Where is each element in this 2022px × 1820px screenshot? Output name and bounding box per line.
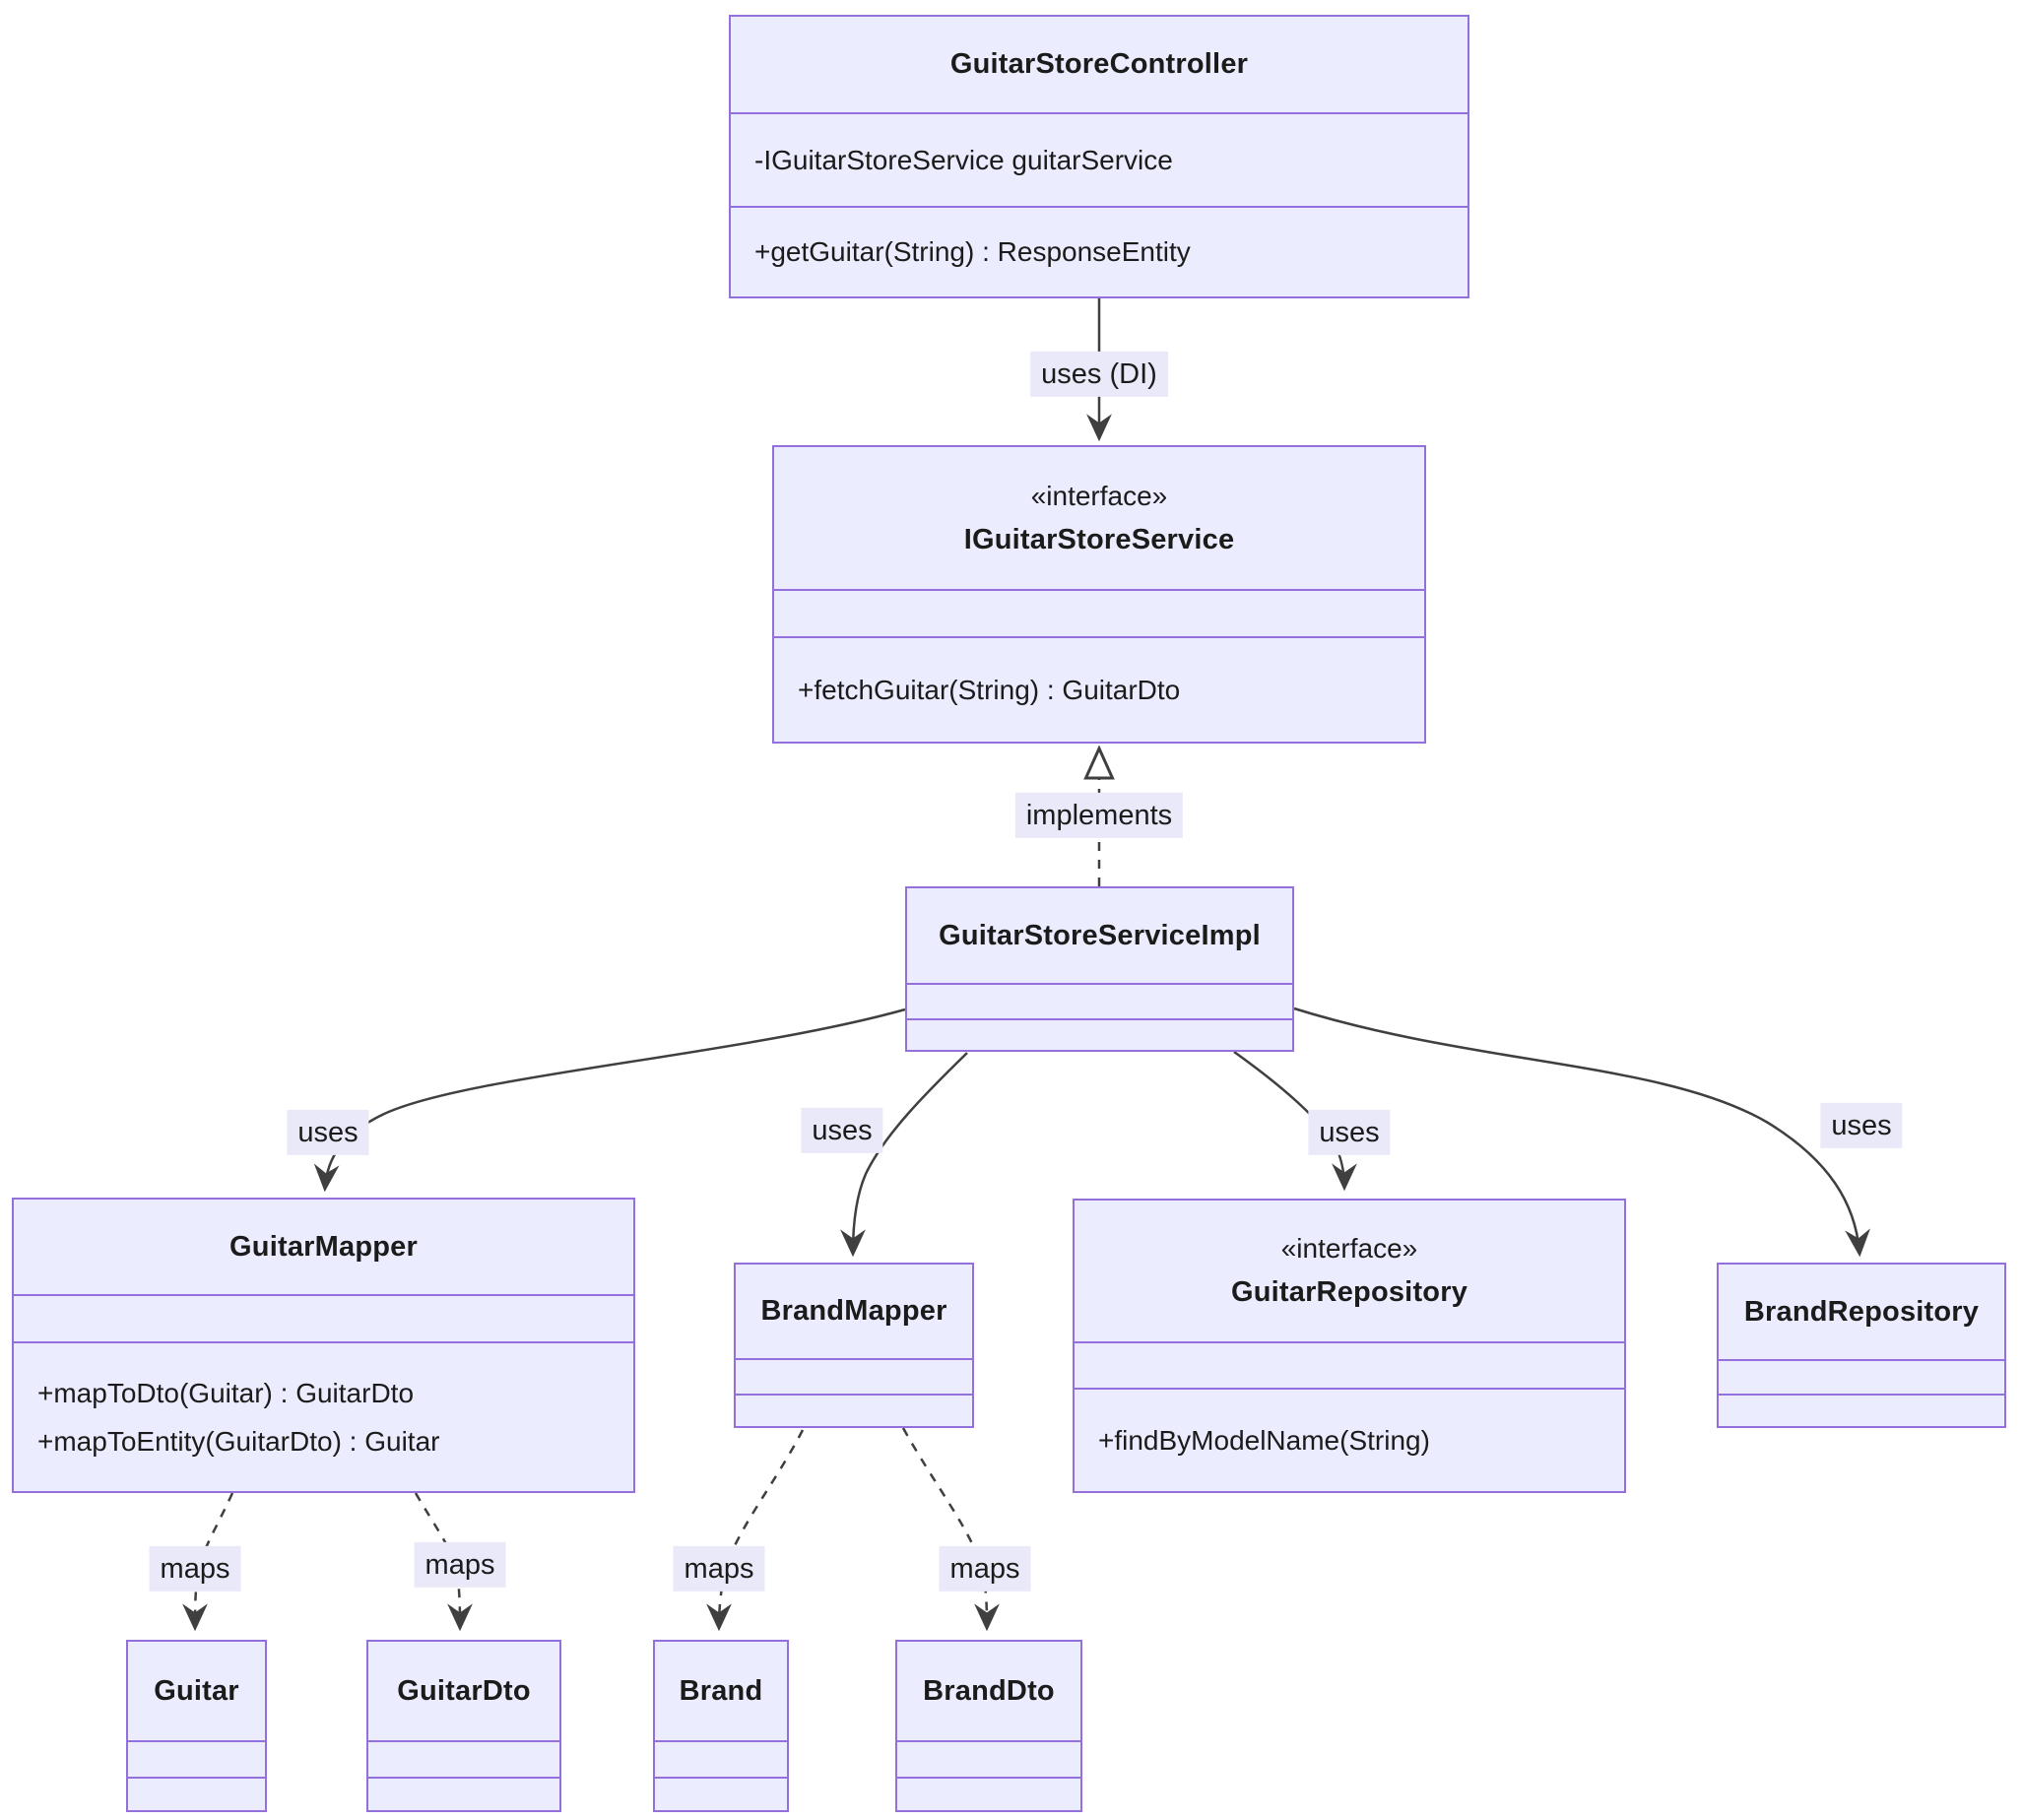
edge-label-implements: implements [1014, 792, 1184, 839]
class-name: GuitarMapper [229, 1230, 418, 1263]
edge-label-maps-guitar: maps [149, 1545, 241, 1592]
class-name: GuitarDto [397, 1674, 531, 1707]
class-name: GuitarRepository [1230, 1276, 1468, 1308]
class-name: Guitar [154, 1674, 239, 1707]
edge-label-maps-brand-dto: maps [939, 1545, 1031, 1592]
edge-brand-mapper-maps-brand [706, 1429, 805, 1632]
class-attribute: -IGuitarStoreService guitarService [754, 144, 1173, 175]
class-title-section: GuitarMapper [14, 1200, 633, 1294]
class-title-section: BrandRepository [1719, 1265, 2004, 1359]
class-box-brand: Brand [653, 1640, 789, 1812]
class-method: +fetchGuitar(String) : GuitarDto [798, 674, 1181, 705]
class-methods-section [655, 1777, 787, 1810]
class-box-guitar-store-service-impl: GuitarStoreServiceImpl [905, 886, 1294, 1052]
class-attributes-section [128, 1740, 265, 1777]
edge-label-uses-brand-repository: uses [1820, 1102, 1903, 1149]
class-box-brand-dto: BrandDto [895, 1640, 1082, 1812]
edge-guitar-mapper-maps-guitar [182, 1492, 234, 1632]
class-method: +mapToDto(Guitar) : GuitarDto [37, 1377, 415, 1408]
edge-label-maps-guitar-dto: maps [414, 1541, 506, 1589]
class-title-section: GuitarStoreController [731, 17, 1468, 112]
class-box-guitar-dto: GuitarDto [366, 1640, 561, 1812]
class-attributes-section [14, 1294, 633, 1341]
class-method: +mapToEntity(GuitarDto) : Guitar [37, 1425, 440, 1457]
edge-label-uses-brand-mapper: uses [801, 1107, 883, 1154]
class-title-section: Guitar [128, 1642, 265, 1740]
class-stereotype: «interface» [1280, 1233, 1418, 1264]
class-stereotype: «interface» [1030, 480, 1168, 511]
class-method: +findByModelName(String) [1098, 1424, 1430, 1456]
class-name: IGuitarStoreService [963, 523, 1235, 555]
edge-impl-uses-brand-repository [1293, 1007, 1870, 1258]
class-attributes-section [736, 1358, 972, 1394]
class-attributes-section [1075, 1341, 1624, 1388]
class-methods-section: +fetchGuitar(String) : GuitarDto [774, 636, 1424, 742]
class-title-section: «interface» IGuitarStoreService [774, 447, 1424, 589]
class-methods-section [1719, 1394, 2004, 1426]
edge-brand-mapper-maps-brand-dto [901, 1427, 1000, 1632]
class-method: +getGuitar(String) : ResponseEntity [754, 236, 1191, 267]
class-name: GuitarStoreServiceImpl [939, 919, 1261, 951]
class-title-section: GuitarDto [368, 1642, 559, 1740]
class-name: GuitarStoreController [949, 48, 1249, 80]
class-name: BrandMapper [760, 1295, 947, 1327]
class-box-guitar: Guitar [126, 1640, 267, 1812]
class-attributes-section [655, 1740, 787, 1777]
class-attributes-section: -IGuitarStoreService guitarService [731, 112, 1468, 206]
class-box-iguitar-store-service: «interface» IGuitarStoreService +fetchGu… [772, 445, 1426, 744]
class-attributes-section [1719, 1359, 2004, 1394]
class-box-guitar-repository: «interface» GuitarRepository +findByMode… [1073, 1199, 1626, 1493]
class-methods-section: +mapToDto(Guitar) : GuitarDto +mapToEnti… [14, 1341, 633, 1491]
class-methods-section: +findByModelName(String) [1075, 1388, 1624, 1491]
class-attributes-section [897, 1740, 1080, 1777]
class-title-section: «interface» GuitarRepository [1075, 1201, 1624, 1341]
class-title-section: Brand [655, 1642, 787, 1740]
class-title-section: BrandDto [897, 1642, 1080, 1740]
class-title-section: GuitarStoreServiceImpl [907, 888, 1292, 983]
class-methods-section [897, 1777, 1080, 1810]
class-methods-section [907, 1018, 1292, 1050]
edge-impl-uses-brand-mapper [840, 1052, 968, 1258]
class-methods-section [368, 1777, 559, 1810]
class-attributes-section [907, 983, 1292, 1018]
edge-label-uses-guitar-repository: uses [1308, 1109, 1391, 1156]
class-methods-section [736, 1394, 972, 1426]
class-name: BrandRepository [1743, 1295, 1980, 1328]
class-title-section: BrandMapper [736, 1265, 972, 1358]
class-box-brand-repository: BrandRepository [1717, 1263, 2006, 1428]
edge-label-uses-di: uses (DI) [1030, 351, 1168, 398]
class-methods-section [128, 1777, 265, 1810]
class-attributes-section [368, 1740, 559, 1777]
class-box-guitar-store-controller: GuitarStoreController -IGuitarStoreServi… [729, 15, 1469, 298]
edge-label-maps-brand: maps [673, 1545, 765, 1592]
class-name: Brand [679, 1674, 763, 1707]
class-methods-section: +getGuitar(String) : ResponseEntity [731, 206, 1468, 296]
edge-impl-uses-guitar-mapper [313, 1008, 906, 1193]
class-name: BrandDto [923, 1674, 1055, 1707]
edge-label-uses-guitar-mapper: uses [287, 1109, 369, 1156]
class-box-brand-mapper: BrandMapper [734, 1263, 974, 1428]
class-attributes-section [774, 589, 1424, 636]
class-box-guitar-mapper: GuitarMapper +mapToDto(Guitar) : GuitarD… [12, 1198, 635, 1493]
